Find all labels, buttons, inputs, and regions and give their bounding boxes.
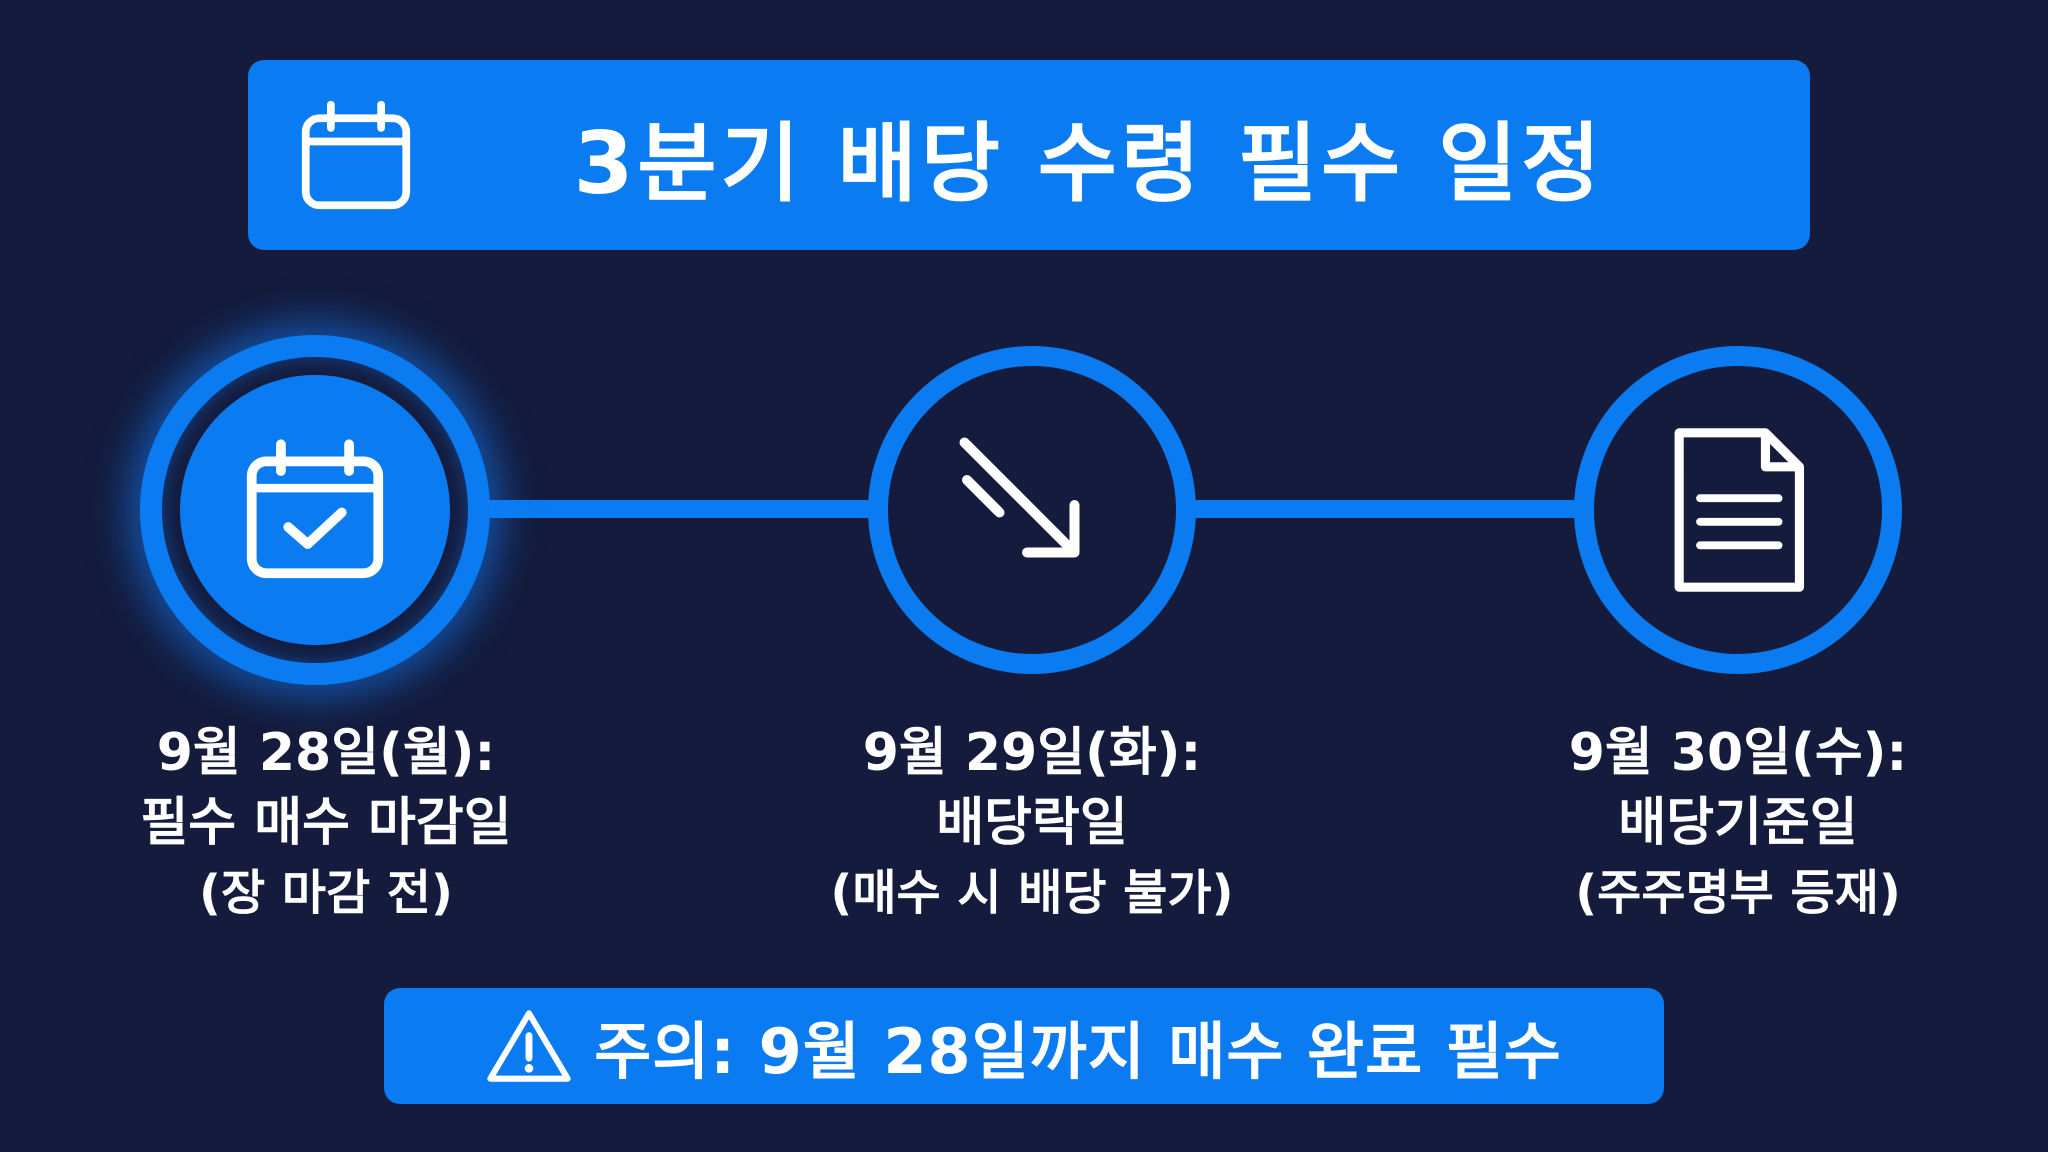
timeline-node-buy-deadline	[140, 335, 490, 685]
timeline-connector	[485, 500, 871, 518]
warning-banner: 주의: 9월 28일까지 매수 완료 필수	[384, 988, 1664, 1104]
warning-text: 주의: 9월 28일까지 매수 완료 필수	[594, 1015, 1562, 1088]
step-label-ex-dividend: 9월 29일(화): 배당락일 (매수 시 배당 불가)	[752, 718, 1312, 928]
step-label-record-date: 9월 30일(수): 배당기준일 (주주명부 등재)	[1458, 718, 2018, 928]
step-date: 9월 29일(화):	[862, 723, 1202, 783]
step-note: (장 마감 전)	[199, 865, 453, 921]
step-note: (주주명부 등재)	[1575, 865, 1901, 921]
calendar-icon	[301, 100, 411, 210]
timeline-node-ex-dividend	[868, 346, 1196, 674]
warning-triangle-icon	[487, 1010, 571, 1082]
title-banner: 3분기 배당 수령 필수 일정	[248, 60, 1810, 250]
timeline-node-record-date	[1574, 346, 1902, 674]
step-name: 배당기준일	[1618, 793, 1858, 853]
step-note: (매수 시 배당 불가)	[830, 865, 1234, 921]
document-icon	[1674, 428, 1805, 592]
timeline-connector	[1190, 500, 1580, 518]
page-title: 3분기 배당 수령 필수 일정	[573, 113, 1605, 214]
step-name: 필수 매수 마감일	[140, 793, 512, 853]
step-name: 배당락일	[936, 793, 1128, 853]
step-date: 9월 28일(월):	[156, 723, 496, 783]
timeline-node-inner	[180, 375, 450, 645]
calendar-check-icon	[246, 439, 384, 579]
arrow-down-right-icon	[959, 437, 1080, 558]
step-date: 9월 30일(수):	[1568, 723, 1908, 783]
step-label-buy-deadline: 9월 28일(월): 필수 매수 마감일 (장 마감 전)	[46, 718, 606, 928]
